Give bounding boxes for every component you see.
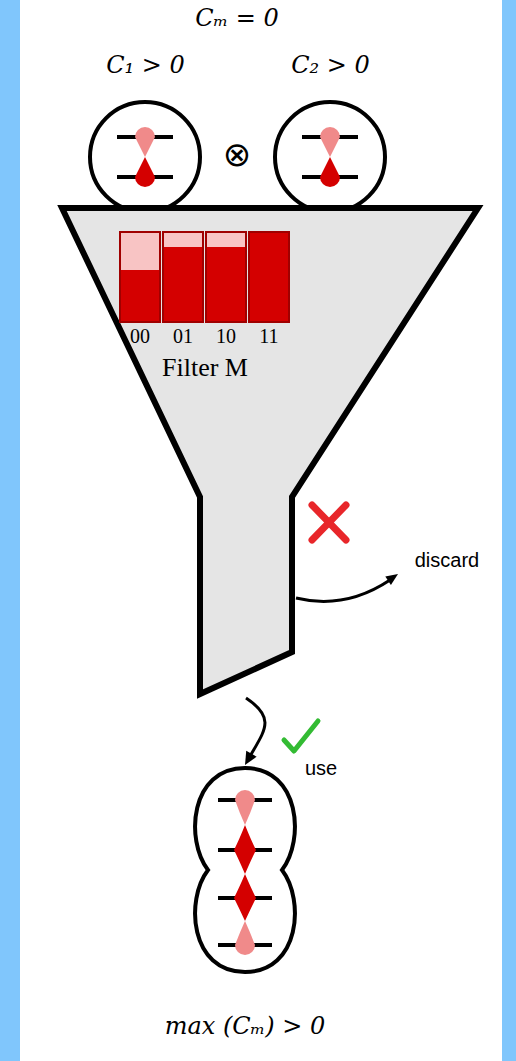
bar-label: 11 [247, 325, 291, 348]
qubit-circle: C₂ > 0 [273, 52, 388, 217]
qubit-circle-shape [90, 102, 200, 212]
arrow-line [246, 698, 265, 756]
arrow-head [385, 574, 398, 585]
four-level-system: max (Cₘ) > 0 [180, 765, 310, 1055]
filter-funnel-outline [55, 203, 485, 698]
discard-arrow [296, 580, 390, 601]
state-label: Cₘ = 0 [137, 4, 337, 32]
red-cross [312, 505, 346, 540]
bar-label: 00 [118, 325, 162, 348]
green-check [284, 721, 318, 751]
arrow-head [245, 751, 257, 765]
qubit-circle-shape [275, 102, 385, 212]
node-heading: C₂ > 0 [253, 52, 408, 80]
red-cross [312, 505, 346, 540]
bar-label: 10 [204, 325, 248, 348]
filter-funnel: Filter M [55, 203, 485, 698]
tensor-symbol: ⊗ [217, 134, 257, 174]
bar-label: 01 [161, 325, 205, 348]
four-level-system-shape [195, 768, 295, 972]
four-level-system-outline [180, 765, 310, 1055]
node-heading: C₁ > 0 [68, 52, 223, 80]
node-heading: max (Cₘ) > 0 [120, 1013, 370, 1041]
node-heading: Filter M [110, 353, 300, 383]
flow-arrow [245, 698, 265, 765]
filter-funnel-shape [62, 208, 478, 694]
discard-label: discard [402, 549, 492, 572]
edge-label: use [296, 757, 346, 780]
qubit-circle: C₁ > 0 [88, 52, 203, 217]
